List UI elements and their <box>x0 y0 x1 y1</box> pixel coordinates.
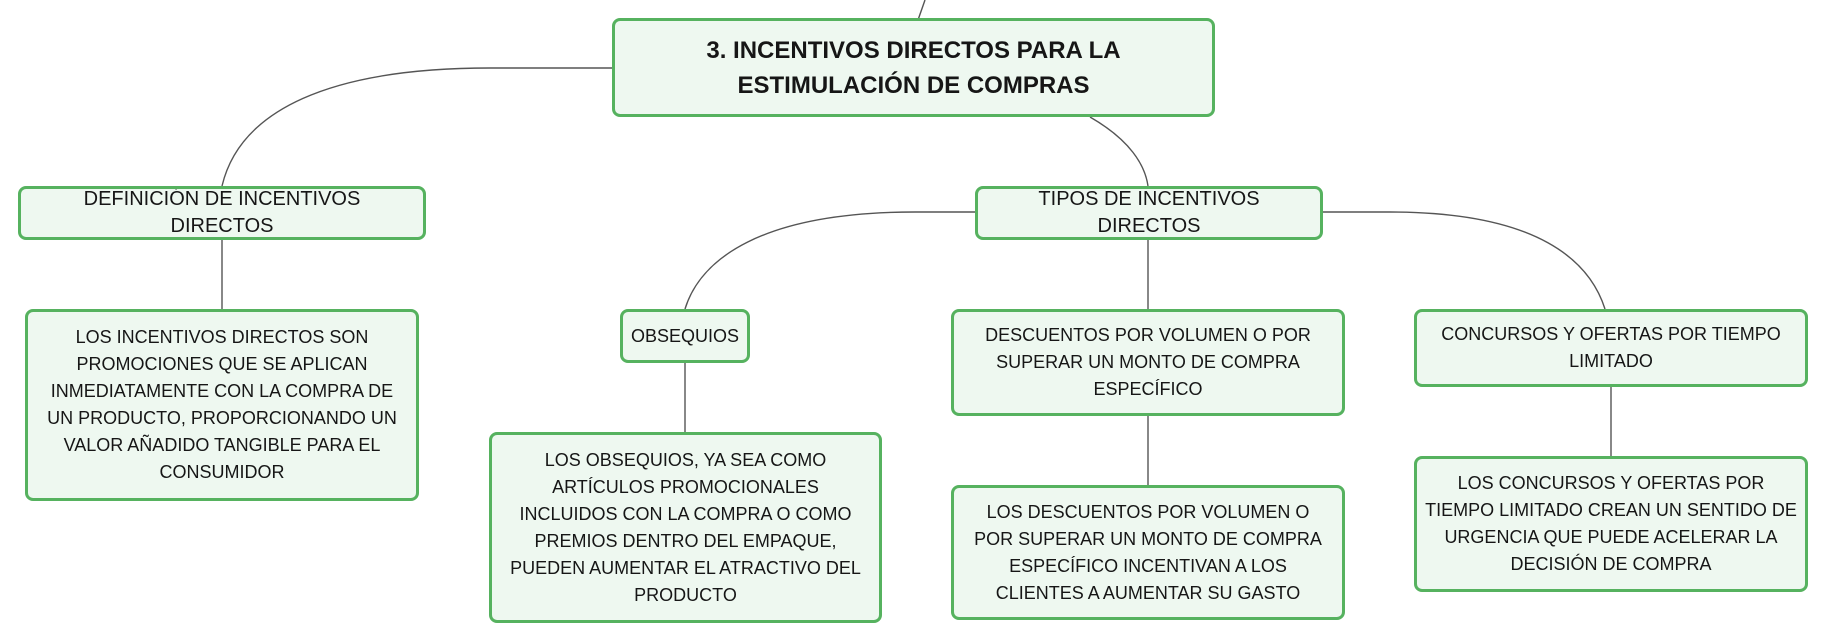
types-topic-label: TIPOS DE INCENTIVOS DIRECTOS <box>1038 188 1260 237</box>
contests-topic-node[interactable]: CONCURSOS Y OFERTAS POR TIEMPO LIMITADO <box>1414 309 1808 387</box>
gifts-topic-node[interactable]: OBSEQUIOS <box>620 309 750 363</box>
gifts-detail-node[interactable]: LOS OBSEQUIOS, YA SEA COMO ARTÍCULOS PRO… <box>489 432 882 623</box>
gifts-topic-label: OBSEQUIOS <box>630 325 740 346</box>
definition-topic-node[interactable]: DEFINICIÓN DE INCENTIVOS DIRECTOS <box>18 186 426 240</box>
discounts-detail-text: LOS DESCUENTOS POR VOLUMEN O POR SUPERAR… <box>974 501 1322 603</box>
definition-topic-label: DEFINICIÓN DE INCENTIVOS DIRECTOS <box>83 188 361 237</box>
connector-types-to-contests <box>1323 211 1606 310</box>
definition-detail-text: LOS INCENTIVOS DIRECTOS SON PROMOCIONES … <box>47 327 397 482</box>
connector-types-to-gifts <box>684 211 975 310</box>
contests-detail-text: LOS CONCURSOS Y OFERTAS POR TIEMPO LIMIT… <box>1425 473 1797 574</box>
root-topic-node[interactable]: 3. INCENTIVOS DIRECTOS PARA LA ESTIMULAC… <box>612 18 1215 117</box>
discounts-detail-node[interactable]: LOS DESCUENTOS POR VOLUMEN O POR SUPERAR… <box>951 485 1345 620</box>
discounts-topic-node[interactable]: DESCUENTOS POR VOLUMEN O POR SUPERAR UN … <box>951 309 1345 416</box>
discounts-topic-label: DESCUENTOS POR VOLUMEN O POR SUPERAR UN … <box>985 325 1311 399</box>
connector-parent-to-root <box>917 0 926 21</box>
contests-topic-label: CONCURSOS Y OFERTAS POR TIEMPO LIMITADO <box>1441 324 1781 371</box>
connector-root-to-definition <box>221 67 612 187</box>
root-topic-label: 3. INCENTIVOS DIRECTOS PARA LA ESTIMULAC… <box>706 36 1121 99</box>
gifts-detail-text: LOS OBSEQUIOS, YA SEA COMO ARTÍCULOS PRO… <box>510 449 861 605</box>
definition-detail-node[interactable]: LOS INCENTIVOS DIRECTOS SON PROMOCIONES … <box>25 309 419 501</box>
contests-detail-node[interactable]: LOS CONCURSOS Y OFERTAS POR TIEMPO LIMIT… <box>1414 456 1808 592</box>
connector-root-to-types <box>1089 116 1149 187</box>
types-topic-node[interactable]: TIPOS DE INCENTIVOS DIRECTOS <box>975 186 1323 240</box>
